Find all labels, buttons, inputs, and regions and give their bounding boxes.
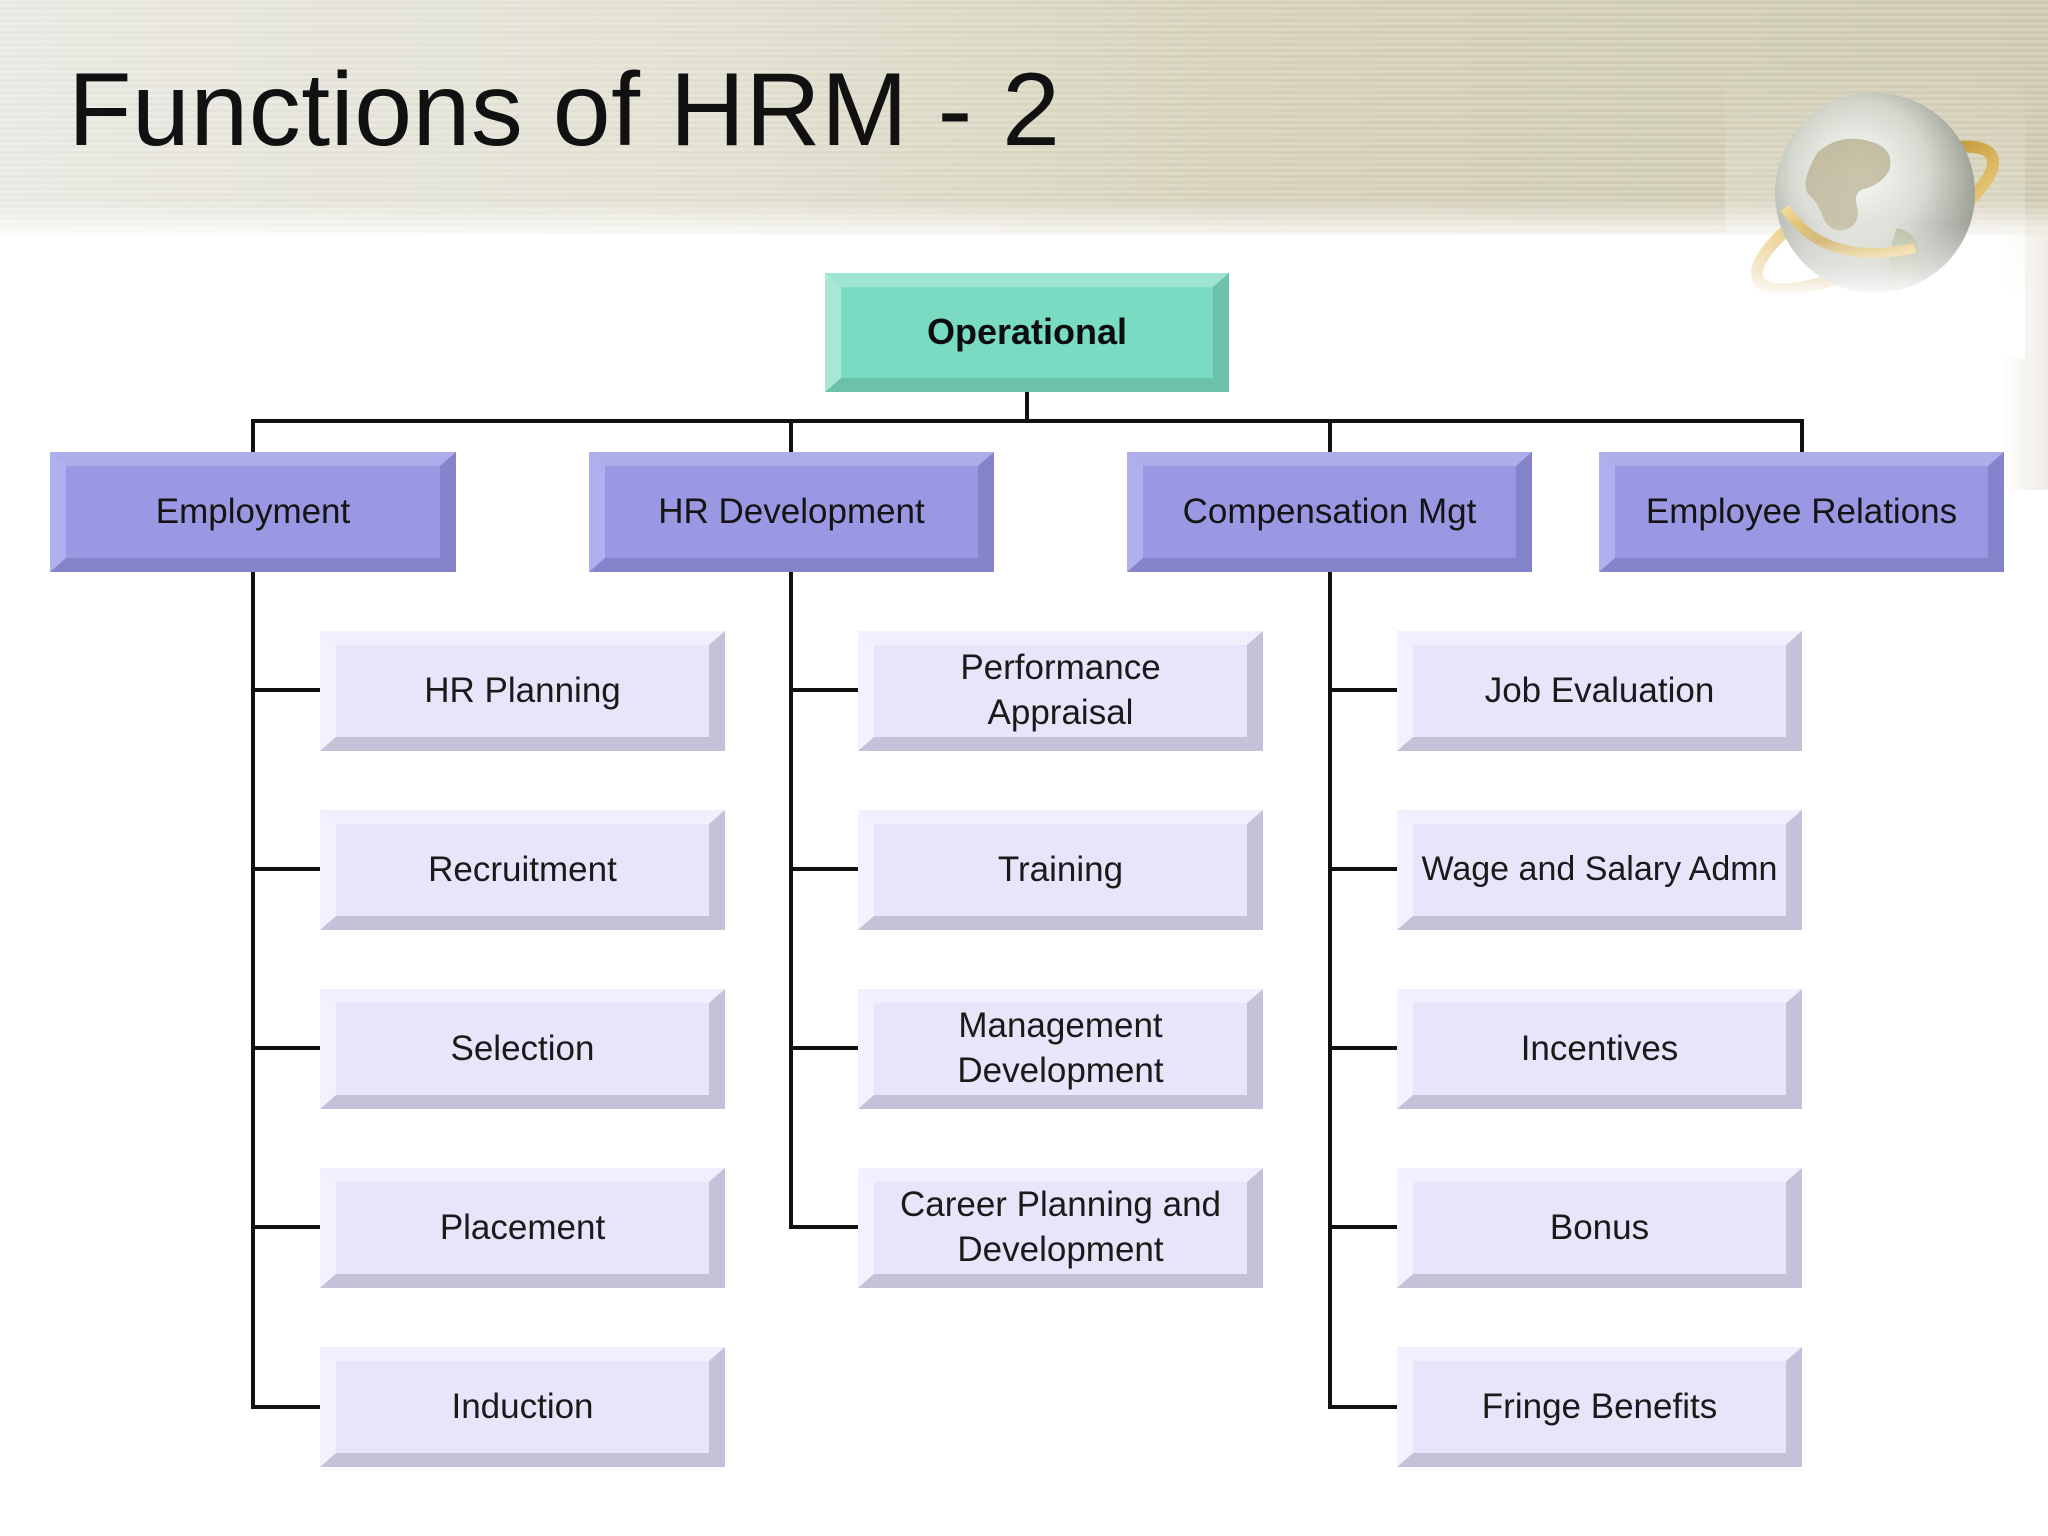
slide-title: Functions of HRM - 2 [68, 52, 1061, 168]
node-fringe-benefits: Fringe Benefits [1397, 1347, 1802, 1467]
node-label: Operational [926, 311, 1128, 353]
node-label: Career Planning and Development [899, 1185, 1222, 1269]
banner-fade [0, 200, 2048, 245]
node-label: Fringe Benefits [1481, 1386, 1718, 1426]
globe-icon [1725, 58, 2025, 358]
node-management-development: Management Development [858, 989, 1263, 1109]
node-label: HR Development [658, 491, 925, 531]
node-label: Wage and Salary Admn [1421, 850, 1778, 889]
node-label: HR Planning [424, 670, 621, 710]
node-performance-appraisal: Performance Appraisal [858, 631, 1263, 751]
node-hr-planning: HR Planning [320, 631, 725, 751]
node-label: Induction [451, 1386, 594, 1426]
node-label: Compensation Mgt [1182, 491, 1477, 531]
node-label: Bonus [1549, 1207, 1650, 1247]
node-recruitment: Recruitment [320, 810, 725, 930]
node-placement: Placement [320, 1168, 725, 1288]
node-wage-salary-admn: Wage and Salary Admn [1397, 810, 1802, 930]
node-operational: Operational [825, 273, 1229, 392]
node-selection: Selection [320, 989, 725, 1109]
node-compensation-mgt: Compensation Mgt [1127, 452, 1532, 572]
node-hr-development: HR Development [589, 452, 994, 572]
title-banner [0, 0, 2048, 235]
node-job-evaluation: Job Evaluation [1397, 631, 1802, 751]
node-label: Employment [155, 491, 351, 531]
node-label: Job Evaluation [1484, 670, 1715, 710]
node-label: Incentives [1520, 1028, 1679, 1068]
node-induction: Induction [320, 1347, 725, 1467]
node-label: Management Development [957, 1006, 1164, 1090]
node-training: Training [858, 810, 1263, 930]
node-label: Recruitment [428, 849, 617, 889]
node-label: Selection [450, 1028, 595, 1068]
node-label: Performance Appraisal [960, 648, 1161, 732]
node-label: Placement [439, 1207, 606, 1247]
node-incentives: Incentives [1397, 989, 1802, 1109]
node-career-planning: Career Planning and Development [858, 1168, 1263, 1288]
node-label: Training [997, 849, 1124, 889]
node-label: Employee Relations [1645, 491, 1958, 531]
node-bonus: Bonus [1397, 1168, 1802, 1288]
node-employee-relations: Employee Relations [1599, 452, 2004, 572]
node-employment: Employment [50, 452, 456, 572]
